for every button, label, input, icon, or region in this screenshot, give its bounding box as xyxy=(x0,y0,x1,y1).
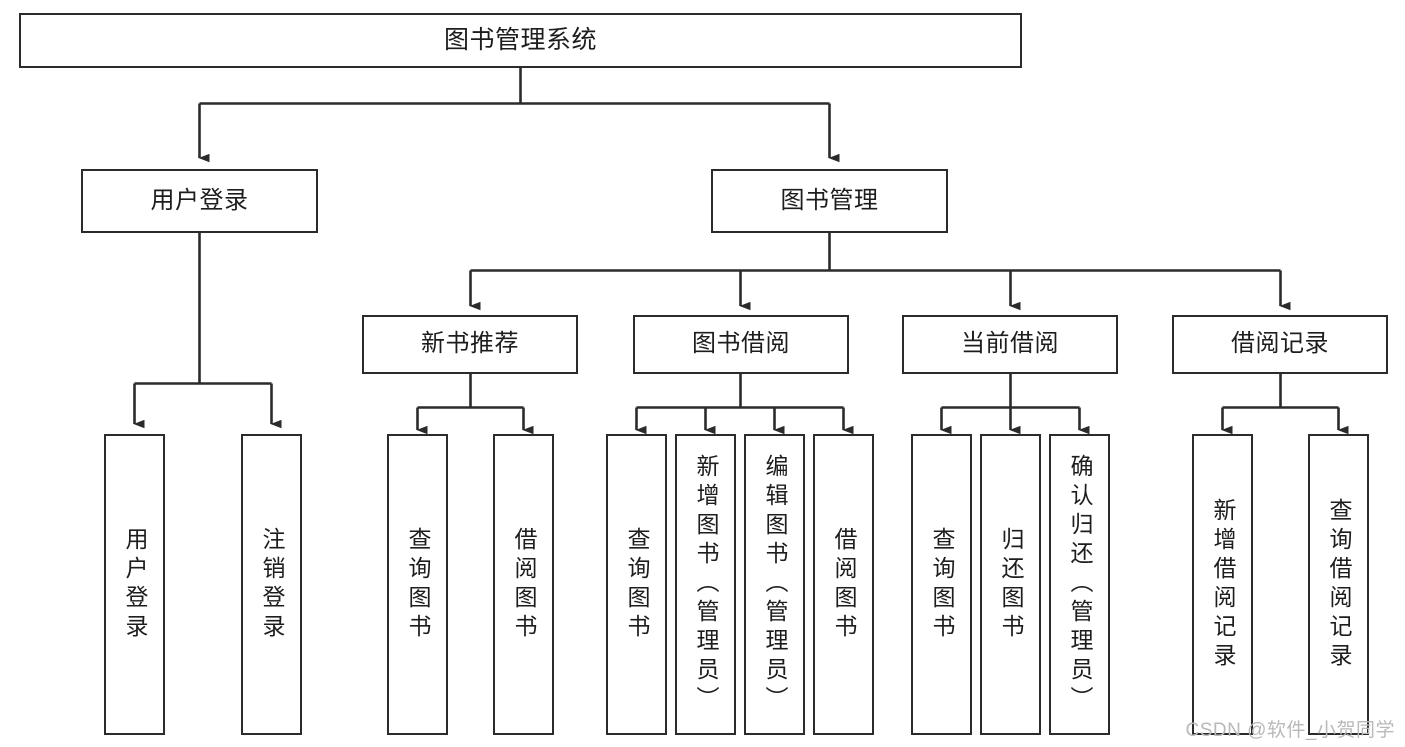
node-label: 注销登录 xyxy=(259,526,285,643)
node-label: 查询图书 xyxy=(929,526,955,643)
node-new-book-recommend[interactable]: 新书推荐 xyxy=(362,315,578,374)
leaf-borrow-book-recommend[interactable]: 借阅图书 xyxy=(493,434,554,735)
node-label: 当前借阅 xyxy=(961,330,1059,358)
node-current-borrow[interactable]: 当前借阅 xyxy=(902,315,1118,374)
leaf-confirm-return-admin[interactable]: 确认归还（管理员） xyxy=(1049,434,1110,735)
node-label: 新书推荐 xyxy=(421,330,519,358)
node-label: 编辑图书（管理员） xyxy=(762,454,788,715)
node-user-login[interactable]: 用户登录 xyxy=(81,169,318,233)
node-label: 查询借阅记录 xyxy=(1326,497,1352,672)
leaf-borrow-book[interactable]: 借阅图书 xyxy=(813,434,874,735)
leaf-query-book-current[interactable]: 查询图书 xyxy=(911,434,972,735)
node-label: 新增借阅记录 xyxy=(1210,497,1236,672)
node-label: 归还图书 xyxy=(998,526,1024,643)
node-book-management[interactable]: 图书管理 xyxy=(711,169,948,233)
node-label: 借阅记录 xyxy=(1231,330,1329,358)
node-root-system[interactable]: 图书管理系统 xyxy=(19,13,1022,68)
node-borrow-records[interactable]: 借阅记录 xyxy=(1172,315,1388,374)
node-label: 查询图书 xyxy=(405,526,431,643)
node-label: 用户登录 xyxy=(150,186,249,214)
leaf-query-book-borrow[interactable]: 查询图书 xyxy=(606,434,667,735)
node-label: 借阅图书 xyxy=(511,526,537,643)
node-label: 查询图书 xyxy=(624,526,650,643)
node-label: 图书管理 xyxy=(780,186,879,214)
leaf-edit-book-admin[interactable]: 编辑图书（管理员） xyxy=(744,434,805,735)
node-label: 借阅图书 xyxy=(831,526,857,643)
node-label: 用户登录 xyxy=(122,526,148,643)
leaf-logout[interactable]: 注销登录 xyxy=(241,434,302,735)
node-label: 确认归还（管理员） xyxy=(1067,454,1093,715)
node-label: 图书借阅 xyxy=(692,330,790,358)
leaf-query-book-recommend[interactable]: 查询图书 xyxy=(387,434,448,735)
node-label: 图书管理系统 xyxy=(443,25,597,54)
leaf-add-borrow-record[interactable]: 新增借阅记录 xyxy=(1192,434,1253,735)
node-label: 新增图书（管理员） xyxy=(693,454,719,715)
csdn-watermark: CSDN @软件_小贺同学 xyxy=(1185,720,1395,741)
node-book-borrow[interactable]: 图书借阅 xyxy=(633,315,849,374)
leaf-query-borrow-record[interactable]: 查询借阅记录 xyxy=(1308,434,1369,735)
leaf-return-book[interactable]: 归还图书 xyxy=(980,434,1041,735)
leaf-add-book-admin[interactable]: 新增图书（管理员） xyxy=(675,434,736,735)
leaf-user-login[interactable]: 用户登录 xyxy=(104,434,165,735)
